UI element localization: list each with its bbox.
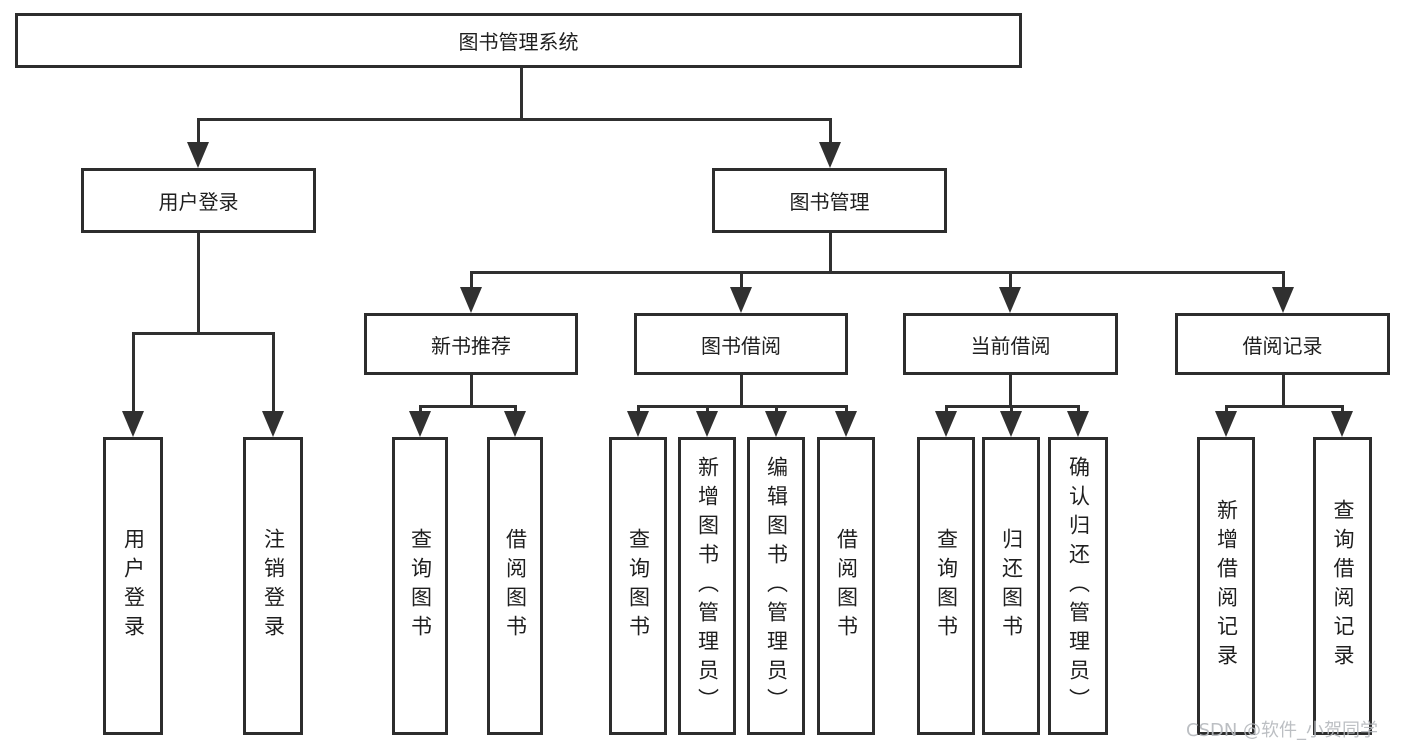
node-book-management: 图书管理 <box>712 168 947 233</box>
leaf-confirm-return-admin: 确认归还（管理员） <box>1048 437 1108 735</box>
leaf-return-book: 归还图书 <box>982 437 1040 735</box>
leaf-edit-book-admin: 编辑图书（管理员） <box>747 437 805 735</box>
arrowhead-icon <box>627 411 649 437</box>
connector-line <box>132 332 274 335</box>
node-label: 新增图书（管理员） <box>695 455 720 717</box>
node-label: 借阅图书 <box>503 528 528 644</box>
connector-line <box>132 332 135 415</box>
connector-line <box>272 332 275 415</box>
node-label: 查询图书 <box>934 528 959 644</box>
node-label: 用户登录 <box>158 190 239 214</box>
arrowhead-icon <box>1067 411 1089 437</box>
connector-line <box>706 405 709 415</box>
leaf-logout-login: 注销登录 <box>243 437 303 735</box>
csdn-watermark: CSDN @软件_小贺同学 <box>1186 720 1379 741</box>
arrowhead-icon <box>835 411 857 437</box>
node-label: 确认归还（管理员） <box>1066 455 1091 717</box>
connector-line <box>470 375 473 405</box>
connector-line <box>470 271 1284 274</box>
connector-line <box>1225 405 1228 415</box>
node-borrowing-records: 借阅记录 <box>1175 313 1390 375</box>
connector-line <box>945 405 948 415</box>
connector-line <box>470 271 473 291</box>
connector-line <box>197 233 200 332</box>
arrowhead-icon <box>1215 411 1237 437</box>
arrowhead-icon <box>262 411 284 437</box>
node-label: 图书管理 <box>789 190 870 214</box>
node-label: 借阅记录 <box>1242 333 1323 358</box>
node-label: 当前借阅 <box>970 333 1051 358</box>
arrowhead-icon <box>819 142 841 168</box>
node-label: 查询图书 <box>408 528 433 644</box>
connector-line <box>419 405 516 408</box>
leaf-user-login: 用户登录 <box>103 437 163 735</box>
connector-line <box>740 271 743 291</box>
arrowhead-icon <box>999 287 1021 313</box>
node-library-system: 图书管理系统 <box>15 13 1022 68</box>
node-label: 借阅图书 <box>834 528 859 644</box>
leaf-borrow-books: 借阅图书 <box>817 437 875 735</box>
connector-line <box>638 405 847 408</box>
connector-line <box>197 118 200 146</box>
connector-line <box>520 68 523 118</box>
leaf-add-book-admin: 新增图书（管理员） <box>678 437 736 735</box>
arrowhead-icon <box>122 411 144 437</box>
node-label: 新书推荐 <box>431 333 511 358</box>
arrowhead-icon <box>1272 287 1294 313</box>
node-label: 查询图书 <box>626 528 651 644</box>
node-book-borrowing: 图书借阅 <box>634 313 848 375</box>
leaf-borrow-books: 借阅图书 <box>487 437 543 735</box>
node-label: 注销登录 <box>261 528 286 644</box>
arrowhead-icon <box>460 287 482 313</box>
connector-line <box>514 405 517 415</box>
connector-line <box>845 405 848 415</box>
connector-line <box>1077 405 1080 415</box>
connector-line <box>1009 271 1012 291</box>
node-user-login: 用户登录 <box>81 168 316 233</box>
arrowhead-icon <box>765 411 787 437</box>
connector-line <box>198 118 831 121</box>
connector-line <box>829 118 832 146</box>
connector-line <box>829 233 832 271</box>
leaf-query-books: 查询图书 <box>609 437 667 735</box>
connector-line <box>1341 405 1344 415</box>
node-label: 新增借阅记录 <box>1214 499 1239 673</box>
arrowhead-icon <box>409 411 431 437</box>
arrowhead-icon <box>696 411 718 437</box>
node-new-book-recommend: 新书推荐 <box>364 313 578 375</box>
connector-line <box>1282 271 1285 291</box>
leaf-query-books: 查询图书 <box>392 437 448 735</box>
node-label: 用户登录 <box>121 528 146 644</box>
arrowhead-icon <box>187 142 209 168</box>
node-label: 编辑图书（管理员） <box>764 455 789 717</box>
leaf-query-borrow-record: 查询借阅记录 <box>1313 437 1372 735</box>
connector-line <box>1225 405 1343 408</box>
node-label: 图书管理系统 <box>458 30 579 54</box>
leaf-add-borrow-record: 新增借阅记录 <box>1197 437 1255 735</box>
connector-line <box>1010 405 1013 415</box>
arrowhead-icon <box>730 287 752 313</box>
node-label: 查询借阅记录 <box>1331 499 1355 673</box>
node-label: 归还图书 <box>999 528 1024 644</box>
connector-line <box>1009 375 1012 405</box>
arrowhead-icon <box>504 411 526 437</box>
connector-line <box>637 405 640 415</box>
leaf-query-books: 查询图书 <box>917 437 975 735</box>
connector-line <box>419 405 422 415</box>
connector-line <box>740 375 743 405</box>
node-current-borrowing: 当前借阅 <box>903 313 1118 375</box>
arrowhead-icon <box>1331 411 1353 437</box>
connector-line <box>775 405 778 415</box>
arrowhead-icon <box>935 411 957 437</box>
connector-line <box>1282 375 1285 405</box>
node-label: 图书借阅 <box>701 333 781 358</box>
arrowhead-icon <box>1000 411 1022 437</box>
